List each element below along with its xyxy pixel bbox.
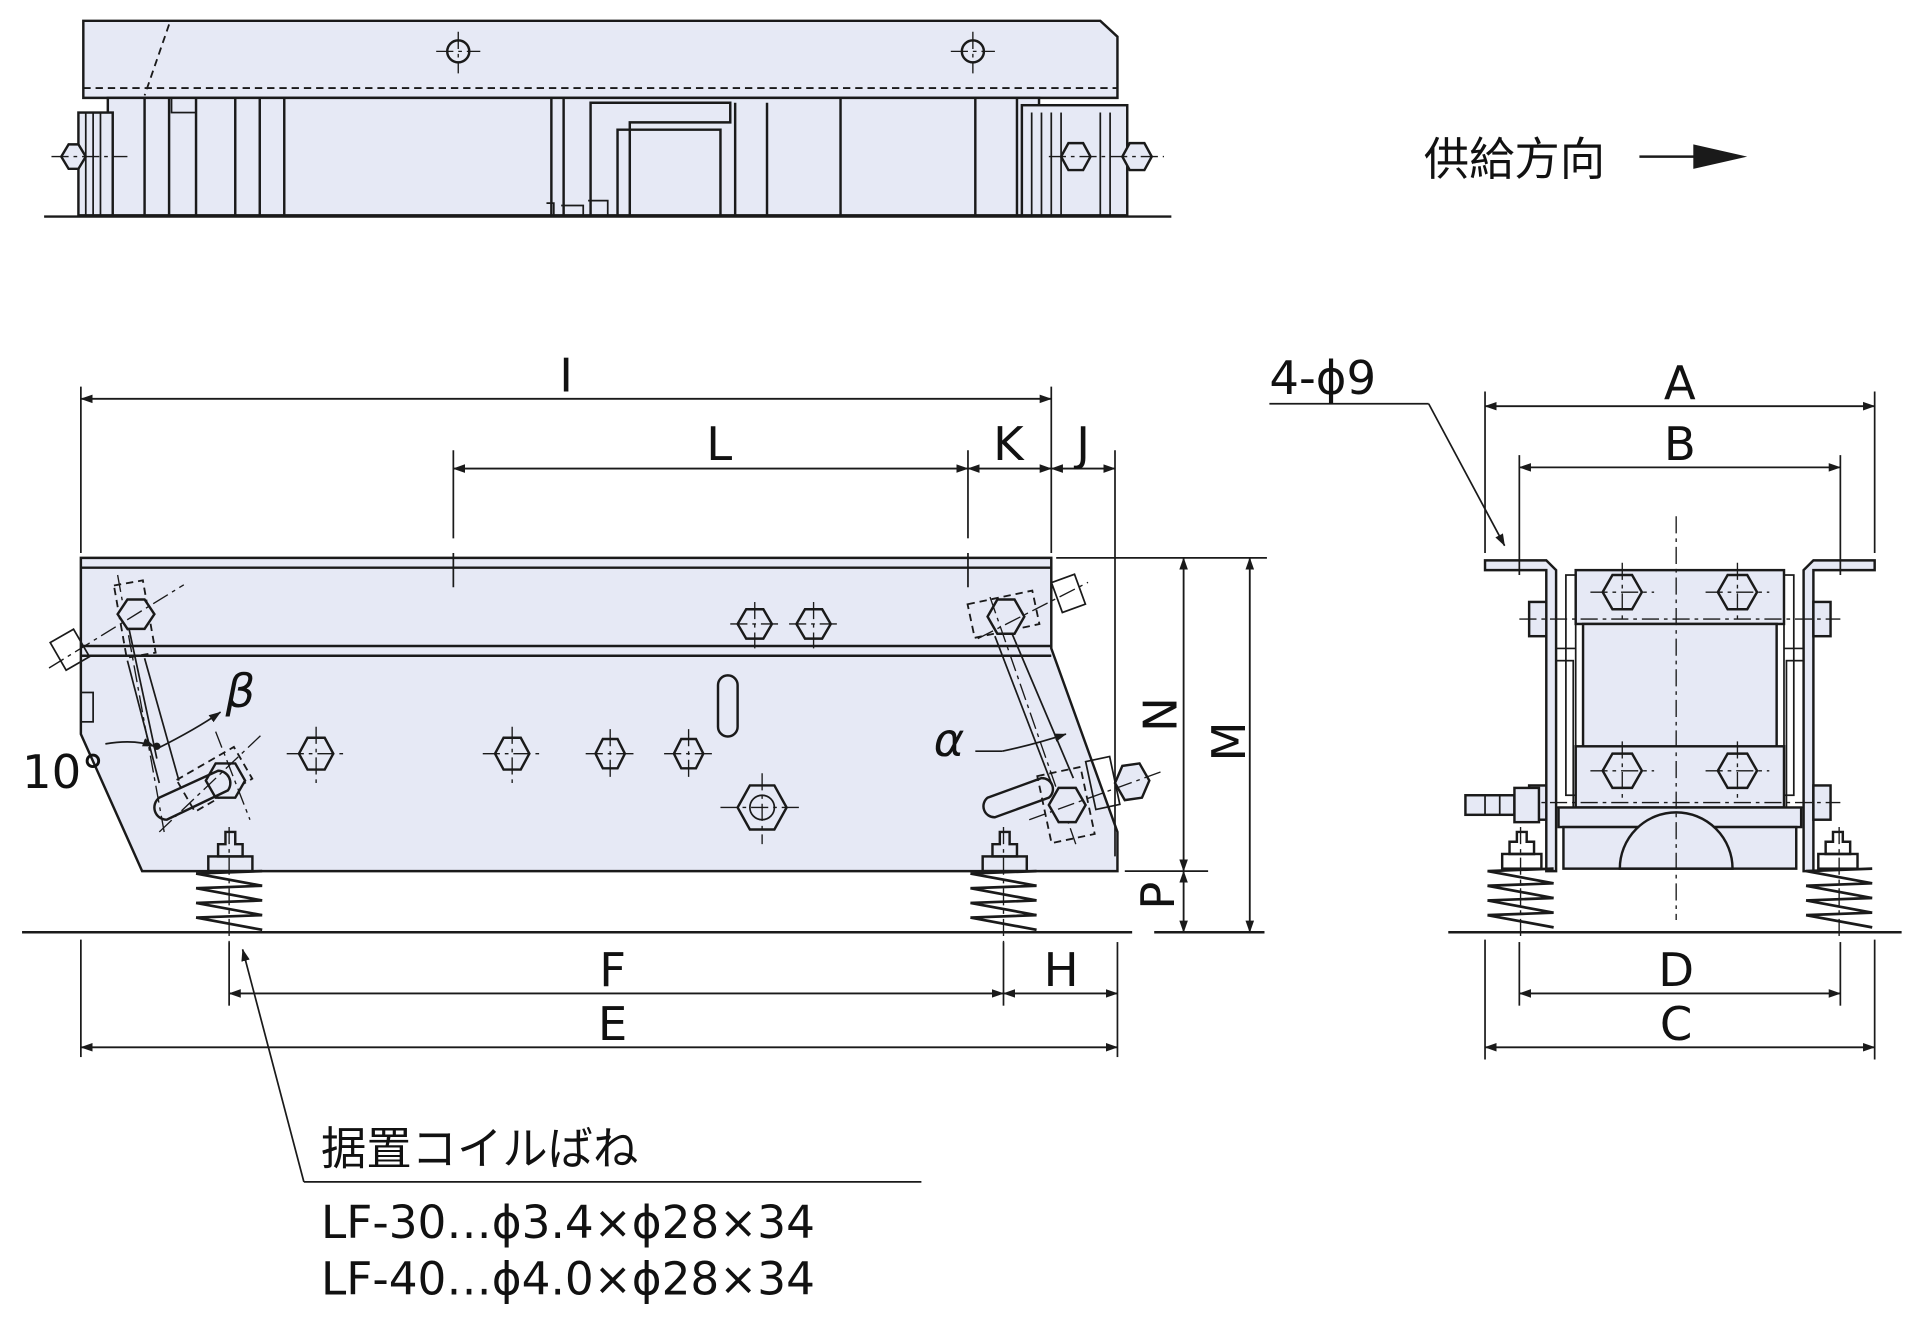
dim-label-N: N	[1133, 697, 1187, 732]
dim-label-A: A	[1664, 356, 1696, 410]
dim-label-I: I	[559, 349, 573, 403]
hex-nut-icon	[1113, 762, 1151, 802]
right-coil-spring	[970, 827, 1037, 943]
spring-note-title: 据置コイルばね	[321, 1123, 638, 1176]
feed-direction-label: 供給方向	[1424, 133, 1605, 186]
drive-shaft	[1464, 794, 1516, 817]
dim-label-C: C	[1660, 997, 1693, 1051]
right-leaf-spring	[966, 573, 1165, 845]
hex-bolt-icon	[1716, 752, 1759, 790]
side-view: β α 10° I L K J N M P F H E	[22, 349, 1267, 1058]
dim-label-E: E	[598, 997, 627, 1051]
hole-callout-label: 4-ϕ9	[1269, 351, 1376, 405]
dim-label-F: F	[599, 943, 626, 997]
dim-label-L: L	[706, 417, 732, 471]
end-view: 4-ϕ9 A B D C	[1269, 351, 1902, 1060]
hex-nut-icon	[986, 598, 1026, 635]
spring-note-line-1: LF-30…ϕ3.4×ϕ28×34	[321, 1196, 815, 1249]
dim-label-K: K	[993, 417, 1025, 471]
end-left-coil-spring	[1487, 827, 1554, 938]
top-left-bracket	[77, 111, 114, 217]
hex-bolt-icon	[1601, 573, 1644, 611]
beta-angle-label: β	[224, 664, 255, 718]
end-body-upper	[1574, 568, 1786, 626]
dim-label-J: J	[1073, 417, 1090, 471]
left-foot-bracket	[1483, 559, 1558, 873]
spring-note-line-2: LF-40…ϕ4.0×ϕ28×34	[321, 1252, 815, 1305]
top-trough	[82, 19, 1119, 100]
dim-label-B: B	[1664, 417, 1696, 471]
top-view	[44, 19, 1172, 218]
hex-bolt-icon	[1601, 752, 1644, 790]
hex-nut-icon	[1047, 786, 1088, 824]
top-base-body	[106, 96, 1041, 217]
dim-label-D: D	[1658, 943, 1694, 997]
feeder-body	[79, 556, 1119, 873]
end-right-coil-spring	[1805, 827, 1873, 938]
left-leaf-spring	[48, 574, 263, 833]
drive-roller	[1618, 811, 1734, 870]
ten-degree-label: 10°	[22, 745, 105, 799]
dim-label-P: P	[1131, 882, 1185, 910]
slot-hole	[716, 674, 739, 738]
spring-note: 据置コイルばね LF-30…ϕ3.4×ϕ28×34 LF-40…ϕ4.0×ϕ28…	[241, 948, 922, 1305]
dim-label-H: H	[1044, 943, 1079, 997]
left-coil-spring	[195, 827, 263, 943]
alpha-angle-label: α	[934, 713, 965, 767]
feed-direction: 供給方向	[1424, 133, 1748, 186]
dim-label-M: M	[1202, 721, 1256, 761]
hex-bolt-icon	[1716, 573, 1759, 611]
